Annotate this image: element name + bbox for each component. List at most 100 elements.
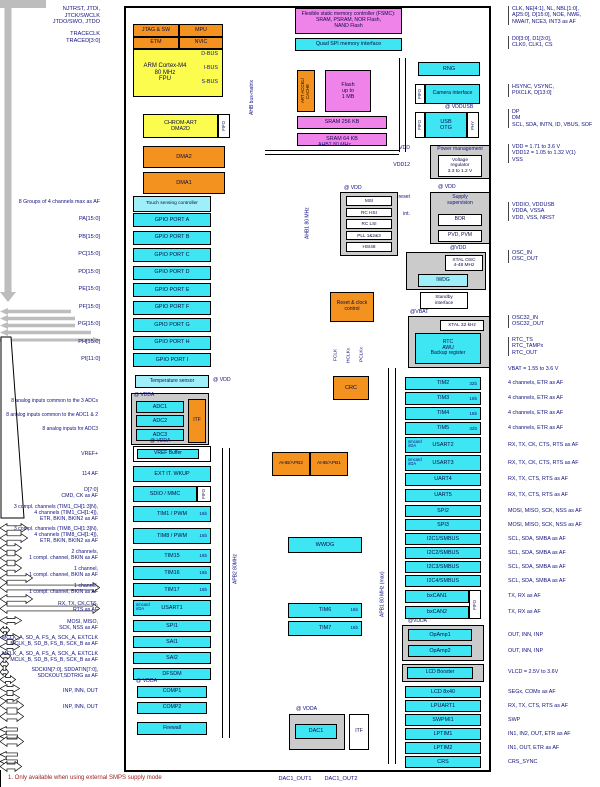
block-spi3: SPI3: [405, 519, 481, 531]
block-bxcan1: bxCAN1: [405, 590, 469, 603]
supply-power-label: @ VDD: [438, 184, 456, 190]
ahb-bus-matrix-label: AHB bus-matrix: [249, 80, 256, 116]
block-tim15: TIM15: [133, 549, 211, 563]
fsmc-pins-label: CLK, NE[4:1], NL, NBL[1:0], A[25:0], D[1…: [508, 6, 600, 26]
power-title: Power management: [437, 146, 483, 152]
block-gpio-port-c: GPIO PORT C: [133, 248, 211, 262]
pins-i2c2-smbus: SCL, SDA, SMBA as AF: [508, 549, 566, 556]
block-reset-clock-control: Reset & clock control: [330, 292, 374, 322]
block-gpio-port-e: GPIO PORT E: [133, 283, 211, 297]
qspi-pins-label: D0[3:0], D1[3:0], CLK0, CLK1, CS: [508, 36, 600, 49]
tag-fifo: FIFO: [415, 112, 425, 138]
block-lcd-8x40: LCD 8x40: [405, 686, 481, 698]
block-tim1-pwm: TIM1 / PWM: [133, 506, 211, 522]
arrow-icon: [0, 612, 23, 626]
block-fsmc: Flexible static memory controller (FSMC)…: [295, 8, 402, 34]
block-etm: ETM: [133, 37, 179, 49]
apb2-bus: [222, 448, 230, 738]
block-usb-otg: USB OTG: [425, 112, 467, 138]
ahb-bus-matrix: [0, 336, 26, 520]
block-rng: RNG: [418, 62, 480, 76]
tag-text: FIFO: [416, 120, 422, 130]
tag-text: FIFO: [471, 599, 477, 610]
camera-pins-label: HSYNC, VSYNC, PIXCLK, D[13:0]: [508, 84, 600, 97]
block-comp2: COMP2: [137, 702, 207, 714]
art-label: ART ACCEL/ CACHE: [300, 78, 310, 104]
arrow-icon: [0, 745, 18, 758]
block-uart5: UART5: [405, 489, 481, 502]
pins-crs: CRS_SYNC: [508, 758, 538, 765]
vbat-note-label: VBAT = 1.55 to 3.6 V: [508, 366, 559, 372]
block-i2c1-smbus: I2C1/SMBUS: [405, 533, 481, 545]
vbat-power-label: @VBAT: [410, 309, 429, 315]
block-tim5: TIM5: [405, 422, 481, 435]
label-pclkx: PCLKx: [359, 347, 365, 363]
block-gpio-port-b: GPIO PORT B: [133, 230, 211, 245]
touch-pins-label: 8 Groups of 4 channels max as AF: [18, 199, 100, 205]
block-dma1: DMA1: [143, 172, 225, 194]
tag-text: FIFO: [416, 89, 422, 99]
gpio-pins-pc-15-0: PC[15:0]: [78, 251, 100, 257]
block-tim4: TIM4: [405, 407, 481, 420]
osc-power-label: @ VDD: [344, 185, 362, 191]
dac-out2-label: DAC1_OUT2: [324, 776, 358, 782]
pins-lcd-booster: VLCD = 2.5V to 3.6V: [508, 669, 559, 675]
block-tim17: TIM17: [133, 583, 211, 597]
jtag-pins-label: NJTRST, JTDI, JTCK/SWCLK JTDO/SWO, JTDO: [52, 6, 100, 26]
arrow-icon: [0, 734, 25, 748]
block-bxcan2: bxCAN2: [405, 606, 469, 619]
block-adc-itf: ITF: [188, 399, 206, 443]
block-dac-itf: ITF: [349, 714, 369, 750]
pins-tim17: 1 channel, 1 compl. channel, BKIN as AF: [29, 583, 98, 596]
pins-lptim1: IN1, IN2, OUT, ETR as AF: [508, 730, 571, 737]
label-vdd: VDD: [399, 145, 410, 151]
pins-usart2: RX, TX, CK, CTS, RTS as AF: [508, 441, 579, 448]
block-lptim2: LPTIM2: [405, 742, 481, 754]
block-i2c2-smbus: I2C2/SMBUS: [405, 547, 481, 559]
label-int: int.: [403, 211, 410, 217]
tag-fifo: FIFO: [469, 590, 481, 619]
tag-fifo: FIFO: [415, 84, 425, 104]
label-vdd12: VDD12: [393, 162, 410, 168]
block-standby-interface: Standby interface: [420, 292, 468, 309]
bits-16b: 16b: [469, 410, 477, 416]
bits-32b: 32b: [469, 380, 477, 386]
trace-arrow-icon: [0, 530, 29, 544]
block-pll-1-2-3: PLL 1&2&3: [346, 230, 392, 240]
arrow-icon: [0, 680, 21, 694]
bits-16b: 16b: [199, 511, 207, 516]
osc32-pins-label: OSC32_IN OSC32_OUT: [508, 315, 592, 328]
block-hsi48: HSI48: [346, 242, 392, 252]
pins-sdio-mmc: D[7:0] CMD, CK as AF: [61, 487, 98, 500]
block-nvic: NVIC: [179, 37, 223, 49]
gray-bus-arrow: [0, 309, 75, 322]
pins-vref-buffer: VREF+: [81, 450, 98, 457]
temp-power-label: @ VDD: [213, 377, 231, 383]
block-xtal-32khz: XTAL 32 kHz: [440, 320, 484, 331]
gpio-pins-pd-15-0: PD[15:0]: [78, 268, 100, 275]
pins-tim8-pwm: 3 compl. channels (TIM8_CH[1:3]N), 4 cha…: [13, 525, 98, 545]
ahb1-bus: [0, 8, 16, 302]
bits-16b: 16b: [350, 607, 358, 612]
pins-comp2: INP, INN, OUT: [63, 704, 98, 710]
arrow-icon: [0, 647, 12, 661]
tag-fifo: FIFO: [218, 114, 230, 138]
block-msi: MSI: [346, 196, 392, 206]
connector-line: [0, 770, 1, 787]
arrow-icon: [0, 629, 21, 643]
bits-16b: 16b: [199, 587, 207, 592]
arrow-icon: [0, 698, 25, 712]
gpio-pins-pg-15-0: PG[15:0]: [77, 321, 100, 327]
pins-tim2: 4 channels, ETR as AF: [508, 380, 564, 386]
block-xtal-osc: XTAL OSC 4-48 MHz: [445, 255, 483, 271]
block-jtag-sw: JTAG & SW: [133, 24, 179, 37]
arrow-icon: [0, 752, 18, 765]
arrow-icon: [0, 540, 23, 554]
block-tim3: TIM3: [405, 392, 481, 405]
block-tim16: TIM16: [133, 566, 211, 580]
pins-opamp1: OUT, INN, INP: [508, 631, 544, 638]
arrow-icon: [0, 689, 21, 703]
arrow-icon: [0, 727, 18, 740]
jtag-arrow-icon: [0, 520, 29, 534]
arrow-icon: [0, 580, 101, 594]
